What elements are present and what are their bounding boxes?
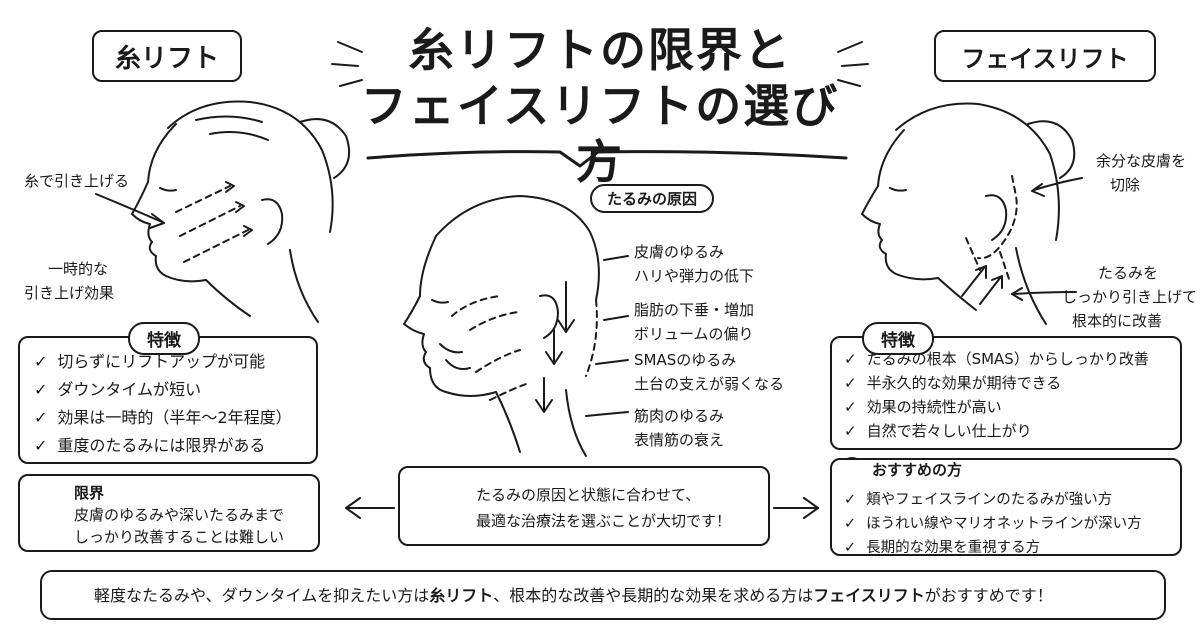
tip-line-2: 最適な治療法を選ぶことが大切です！ xyxy=(476,512,732,530)
cause-title: SMASのゆるみ xyxy=(634,351,737,369)
title-sparkle-left-icon xyxy=(331,41,363,87)
cause-title: 筋肉のゆるみ xyxy=(634,407,725,425)
cause-detail: ハリや弾力の低下 xyxy=(634,267,755,285)
right-feature-item: ✓たるみの根本（SMAS）からしっかり改善 xyxy=(844,350,1149,368)
check-icon: ✓ xyxy=(844,540,857,556)
footer-emphasis-1: 糸リフト xyxy=(429,586,494,605)
check-icon: ✓ xyxy=(34,380,48,399)
cause-detail: 土台の支えが弱くなる xyxy=(634,375,785,393)
left-effect-label-1: 一時的な xyxy=(48,260,109,278)
check-icon: ✓ xyxy=(844,422,857,440)
tip-line-1: たるみの原因と状態に合わせて、 xyxy=(476,486,701,504)
footer-part-2: 、根本的な改善や長期的な効果を求める方は xyxy=(493,586,814,605)
left-features-tag: 特徴 xyxy=(128,322,200,355)
right-features-tag: 特徴 xyxy=(862,322,934,355)
center-face-illustration xyxy=(403,195,600,457)
check-icon: ✓ xyxy=(34,436,48,455)
right-excise-label-1: 余分な皮膚を xyxy=(1096,152,1187,170)
cause-detail: ボリュームの偏り xyxy=(634,325,754,343)
check-icon: ✓ xyxy=(34,352,48,371)
recommend-box xyxy=(830,458,1182,556)
left-face-illustration xyxy=(131,100,350,323)
causes-tag: たるみの原因 xyxy=(590,184,714,213)
footer-text: 軽度なたるみや、ダウンタイムを抑えたい方は糸リフト、根本的な改善や長期的な効果を… xyxy=(94,582,1053,606)
cause-item: SMASのゆるみ 土台の支えが弱くなる xyxy=(634,348,784,396)
left-limit-box xyxy=(18,474,320,552)
left-feature-item: ✓切らずにリフトアップが可能 xyxy=(34,352,266,371)
right-features-box xyxy=(830,336,1182,450)
cause-item: 筋肉のゆるみ 表情筋の衰え xyxy=(634,404,724,452)
left-heading-box: 糸リフト xyxy=(92,30,242,82)
check-icon: ✓ xyxy=(844,516,857,532)
title-line-2: フェイスリフトの選び方 xyxy=(360,79,840,189)
title-sparkle-right-icon xyxy=(837,41,869,87)
recommend-item: ✓頬やフェイスラインのたるみが強い方 xyxy=(844,492,1113,508)
right-excise-label-2: 切除 xyxy=(1110,176,1141,194)
recommend-item: ✓ほうれい線やマリオネットラインが深い方 xyxy=(844,516,1142,532)
right-heading-box: フェイスリフト xyxy=(934,30,1156,82)
left-features-box xyxy=(18,336,318,464)
check-icon: ✓ xyxy=(844,374,857,392)
check-icon: ✓ xyxy=(844,350,857,368)
footer-part-1: 軽度なたるみや、ダウンタイムを抑えたい方は xyxy=(94,586,430,605)
cause-title: 脂肪の下垂・増加 xyxy=(634,301,755,319)
left-limit-line-1: 皮膚のゆるみや深いたるみまで xyxy=(74,506,285,524)
right-feature-item: ✓半永久的な効果が期待できる xyxy=(844,374,1062,392)
left-limit-line-2: しっかり改善することは難しい xyxy=(74,528,285,546)
right-lift-label-2: しっかり引き上げて xyxy=(1062,288,1198,306)
right-lift-label-3: 根本的に改善 xyxy=(1072,312,1163,330)
right-lift-label-1: たるみを xyxy=(1098,264,1159,282)
left-lift-arrow-icon xyxy=(95,193,163,223)
left-heading: 糸リフト xyxy=(114,43,219,74)
recommend-tag: おすすめの方 xyxy=(872,461,963,479)
left-feature-item: ✓効果は一時的（半年〜2年程度） xyxy=(34,408,292,427)
right-face-illustration xyxy=(861,102,1076,325)
check-icon: ✓ xyxy=(844,398,857,416)
right-heading: フェイスリフト xyxy=(961,44,1129,73)
arrow-right-icon xyxy=(773,497,819,519)
title-line-1: 糸リフトの限界と xyxy=(408,23,792,77)
left-arrow-label: 糸で引き上げる xyxy=(24,172,130,190)
footer-part-3: がおすすめです！ xyxy=(924,586,1053,605)
title-underline xyxy=(366,150,848,168)
left-feature-item: ✓ダウンタイムが短い xyxy=(34,380,202,399)
check-icon: ✓ xyxy=(34,408,48,427)
tip-box xyxy=(398,466,770,546)
cause-title: 皮膚のゆるみ xyxy=(634,243,725,261)
left-effect-label-2: 引き上げ効果 xyxy=(24,284,115,302)
left-limit-title: 限界 xyxy=(74,484,105,502)
page-title: 糸リフトの限界と フェイスリフトの選び方 xyxy=(340,22,860,190)
arrow-left-icon xyxy=(345,497,395,519)
cause-detail: 表情筋の衰え xyxy=(634,431,725,449)
cause-item: 皮膚のゆるみ ハリや弾力の低下 xyxy=(634,240,754,288)
footer-box xyxy=(40,570,1166,620)
check-icon: ✓ xyxy=(844,492,857,508)
recommend-item: ✓長期的な効果を重視する方 xyxy=(844,540,1041,556)
right-feature-item: ✓効果の持続性が高い xyxy=(844,398,1002,416)
cause-item: 脂肪の下垂・増加 ボリュームの偏り xyxy=(634,298,754,346)
left-feature-item: ✓重度のたるみには限界がある xyxy=(34,436,266,455)
footer-emphasis-2: フェイスリフト xyxy=(813,586,925,605)
right-feature-item: ✓自然で若々しい仕上がり xyxy=(844,422,1032,440)
